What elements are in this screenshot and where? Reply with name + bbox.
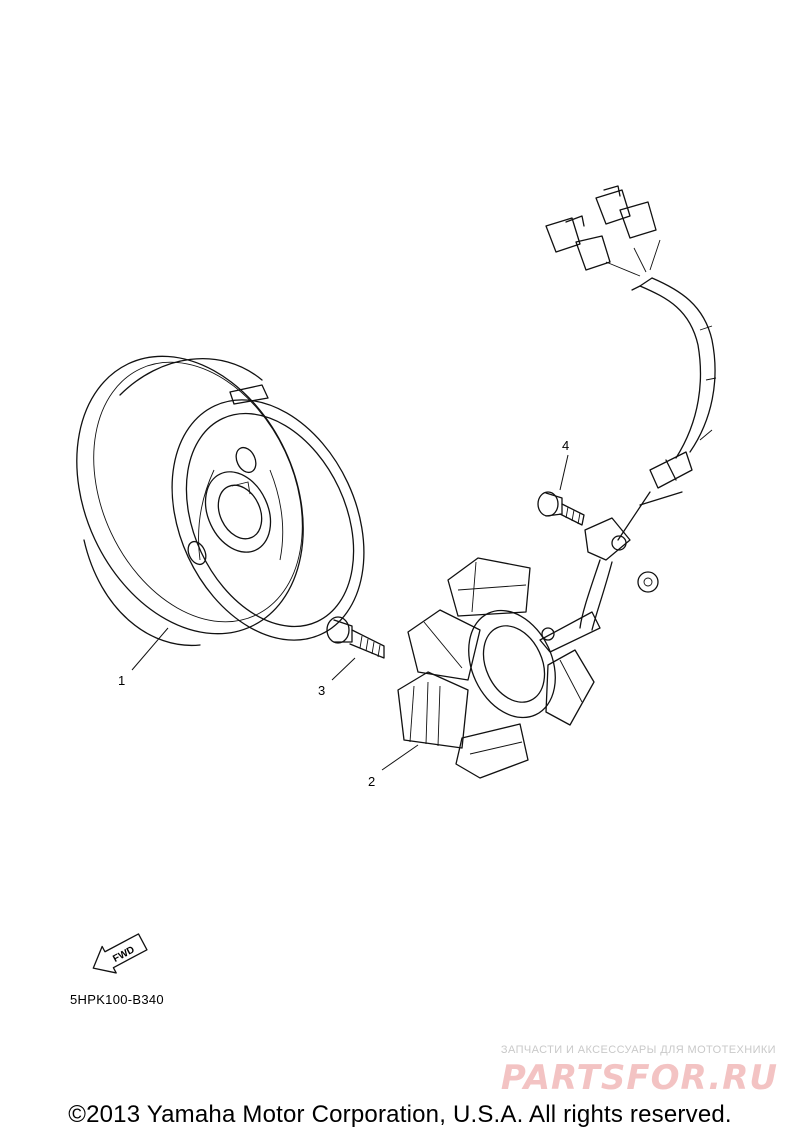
stator-screw [326,616,385,659]
wire-connectors [545,185,657,271]
pulser-screw [537,491,585,526]
callout-2: 2 [368,774,375,789]
callout-1: 1 [118,673,125,688]
leader-3 [331,657,356,681]
copyright-notice: ©2013 Yamaha Motor Corporation, U.S.A. A… [68,1101,732,1128]
callout-3: 3 [318,683,325,698]
leader-1 [131,627,169,671]
stator-assembly [397,451,693,779]
diagram-part-code: 5HPK100-B340 [70,992,164,1007]
leader-2 [381,744,419,771]
callout-4: 4 [562,438,569,453]
wire-harness [605,239,717,459]
flywheel-rotor [76,355,365,647]
fwd-arrow: FWD [92,933,148,974]
watermark-subtitle: ЗАПЧАСТИ И АКСЕССУАРЫ ДЛЯ МОТОТЕХНИКИ [500,1044,776,1056]
leader-4 [559,454,569,491]
watermark-logo: PARTSFOR.RU [500,1058,778,1098]
